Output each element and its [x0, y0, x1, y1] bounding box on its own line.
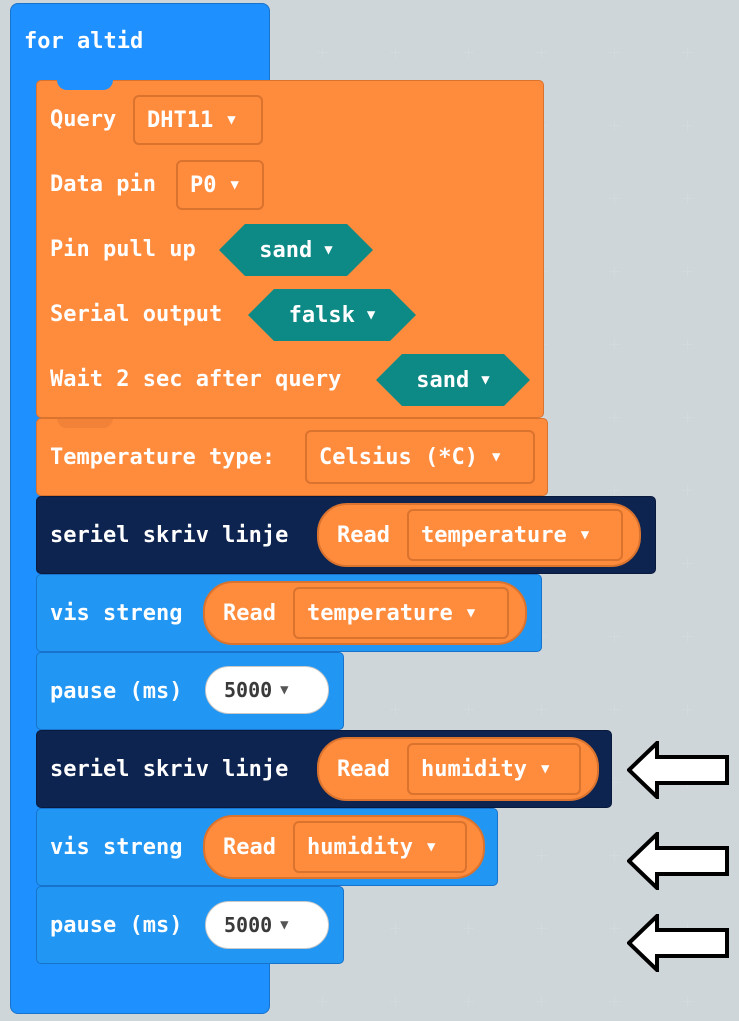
chevron-down-icon: ▼	[491, 449, 501, 465]
grid-plus-mark	[609, 339, 620, 350]
grid-plus-mark	[390, 704, 401, 715]
temperature-type-label: Temperature type:	[50, 445, 276, 470]
serial-output-label: Serial output	[50, 302, 223, 327]
grid-plus-mark	[609, 47, 620, 58]
grid-plus-mark	[536, 47, 547, 58]
chevron-down-icon: ▼	[540, 761, 550, 777]
grid-plus-mark	[682, 193, 693, 204]
read-type-dropdown[interactable]: temperature ▼	[407, 509, 623, 561]
grid-plus-mark	[609, 996, 620, 1007]
chevron-down-icon: ▼	[227, 112, 236, 128]
read-type-value: humidity	[307, 834, 413, 860]
grid-plus-mark	[463, 996, 474, 1007]
pull-up-value: sand	[259, 237, 313, 263]
grid-plus-mark	[536, 996, 547, 1007]
grid-plus-mark	[682, 996, 693, 1007]
pause-duration-value: 5000	[224, 678, 273, 702]
read-label: Read	[223, 835, 276, 860]
pause-duration-dropdown[interactable]: 5000 ▼	[205, 666, 329, 714]
grid-plus-mark	[536, 412, 547, 423]
chevron-down-icon: ▼	[280, 682, 289, 698]
grid-plus-mark	[609, 777, 620, 788]
grid-plus-mark	[609, 704, 620, 715]
grid-plus-mark	[682, 631, 693, 642]
data-pin-label: Data pin	[50, 172, 156, 197]
grid-plus-mark	[682, 120, 693, 131]
chevron-down-icon: ▼	[280, 917, 289, 933]
grid-plus-mark	[390, 923, 401, 934]
grid-plus-mark	[317, 47, 328, 58]
grid-plus-mark	[536, 704, 547, 715]
read-type-value: temperature	[421, 522, 567, 548]
read-label: Read	[223, 601, 276, 626]
read-type-dropdown[interactable]: humidity ▼	[407, 743, 581, 795]
grid-plus-mark	[682, 558, 693, 569]
grid-plus-mark	[390, 996, 401, 1007]
grid-plus-mark	[682, 47, 693, 58]
read-label: Read	[337, 523, 390, 548]
query-dropdown[interactable]: DHT11 ▼	[133, 95, 263, 145]
grid-plus-mark	[609, 412, 620, 423]
grid-plus-mark	[609, 850, 620, 861]
serial-write-label: seriel skriv linje	[50, 757, 289, 782]
chevron-down-icon: ▼	[366, 307, 376, 323]
grid-plus-mark	[682, 339, 693, 350]
grid-plus-mark	[609, 266, 620, 277]
chevron-down-icon: ▼	[230, 177, 239, 193]
chevron-down-icon: ▼	[481, 372, 490, 388]
pull-up-label: Pin pull up	[50, 237, 196, 262]
read-type-value: temperature	[307, 600, 453, 626]
grid-plus-mark	[317, 996, 328, 1007]
forever-label: for altid	[24, 29, 144, 54]
wait-boolean-dropdown[interactable]: sand ▼	[376, 354, 530, 406]
data-pin-dropdown[interactable]: P0 ▼	[176, 160, 264, 210]
pause-duration-dropdown[interactable]: 5000 ▼	[205, 901, 329, 949]
temperature-type-dropdown[interactable]: Celsius (*C) ▼	[305, 430, 535, 484]
query-label: Query	[50, 107, 117, 132]
wait-value: sand	[416, 367, 470, 393]
grid-plus-mark	[609, 485, 620, 496]
pull-up-boolean-dropdown[interactable]: sand ▼	[219, 224, 373, 276]
chevron-down-icon: ▼	[580, 527, 590, 543]
temperature-type-value: Celsius (*C)	[319, 444, 478, 470]
block-notch	[57, 418, 113, 428]
read-type-dropdown[interactable]: temperature ▼	[293, 587, 509, 639]
serial-output-value: falsk	[288, 302, 355, 328]
left-arrow-icon	[627, 832, 729, 890]
grid-plus-mark	[609, 193, 620, 204]
left-arrow-icon	[627, 914, 729, 972]
grid-plus-mark	[463, 47, 474, 58]
grid-plus-mark	[609, 120, 620, 131]
chevron-down-icon: ▼	[466, 605, 476, 621]
query-value: DHT11	[147, 107, 214, 133]
pause-label: pause (ms)	[50, 913, 183, 938]
data-pin-value: P0	[190, 172, 217, 198]
read-label: Read	[337, 757, 390, 782]
grid-plus-mark	[609, 923, 620, 934]
block-notch	[57, 80, 113, 90]
pause-label: pause (ms)	[50, 679, 183, 704]
read-type-value: humidity	[421, 756, 527, 782]
grid-plus-mark	[463, 704, 474, 715]
grid-plus-mark	[536, 850, 547, 861]
grid-plus-mark	[390, 47, 401, 58]
serial-write-label: seriel skriv linje	[50, 523, 289, 548]
chevron-down-icon: ▼	[426, 839, 436, 855]
wait-label: Wait 2 sec after query	[50, 367, 342, 392]
grid-plus-mark	[463, 923, 474, 934]
show-string-label: vis streng	[50, 601, 183, 626]
grid-plus-mark	[682, 704, 693, 715]
pause-duration-value: 5000	[224, 913, 273, 937]
grid-plus-mark	[682, 485, 693, 496]
grid-plus-mark	[682, 412, 693, 423]
grid-plus-mark	[682, 266, 693, 277]
grid-plus-mark	[609, 631, 620, 642]
chevron-down-icon: ▼	[324, 242, 333, 258]
show-string-label: vis streng	[50, 835, 183, 860]
serial-output-boolean-dropdown[interactable]: falsk ▼	[248, 289, 416, 341]
read-type-dropdown[interactable]: humidity ▼	[293, 821, 467, 873]
left-arrow-icon	[627, 741, 729, 799]
grid-plus-mark	[536, 923, 547, 934]
